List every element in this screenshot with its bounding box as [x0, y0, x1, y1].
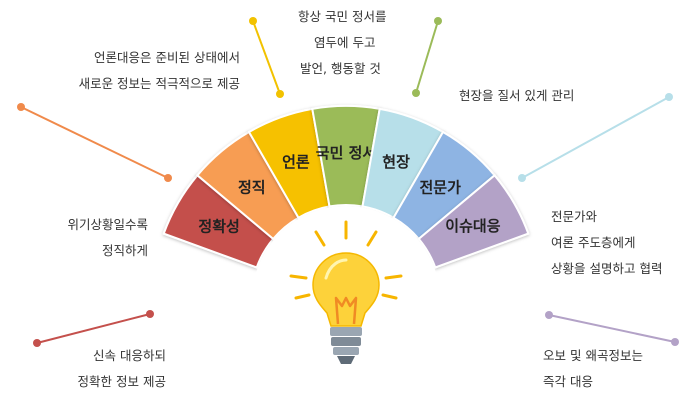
segment-label-expert: 전문가 — [419, 178, 461, 196]
desc-issue-line2: 즉각 대응 — [543, 374, 593, 389]
segment-label-field: 현장 — [382, 153, 410, 171]
connector-yellow-dot-inner — [276, 90, 284, 98]
desc-honesty: 위기상황일수록 정직하게 — [30, 212, 148, 264]
desc-field: 현장을 질서 있게 관리 — [459, 83, 619, 109]
desc-honesty-line2: 정직하게 — [101, 243, 148, 258]
desc-field-line1: 현장을 질서 있게 관리 — [459, 88, 575, 103]
desc-accuracy: 신속 대응하되 정확한 정보 제공 — [40, 343, 166, 395]
connector-media-dot-inner — [164, 174, 172, 182]
desc-expert: 전문가와 여론 주도층에게 상황을 설명하고 협력 — [551, 204, 679, 282]
segment-label-issue: 이슈대응 — [445, 217, 500, 235]
connector-field-dot-inner — [518, 174, 526, 182]
desc-media: 언론대응은 준비된 상태에서 새로운 정보는 적극적으로 제공 — [40, 45, 240, 97]
desc-accuracy-line2: 정확한 정보 제공 — [77, 374, 166, 389]
segment-label-accuracy: 정확성 — [198, 217, 239, 235]
connector-issue-dot-outer — [545, 311, 553, 319]
lightbulb-icon — [289, 220, 403, 364]
segment-issue — [417, 173, 530, 269]
connector-field-dot-outer — [665, 93, 673, 101]
desc-expert-line1: 전문가와 — [551, 209, 598, 224]
desc-accuracy-line1: 신속 대응하되 — [93, 348, 166, 363]
desc-issue: 오보 및 왜곡정보는 즉각 대응 — [543, 343, 673, 395]
connector-sentiment-dot-inner — [412, 89, 420, 97]
connector-media — [20, 106, 169, 179]
desc-sentiment-line1: 항상 국민 정서를 — [298, 9, 387, 24]
desc-issue-line1: 오보 및 왜곡정보는 — [543, 348, 643, 363]
desc-expert-line2: 여론 주도층에게 — [551, 235, 636, 250]
desc-media-line1: 언론대응은 준비된 상태에서 — [94, 50, 240, 65]
desc-honesty-line1: 위기상황일수록 — [67, 217, 148, 232]
desc-expert-line3: 상황을 설명하고 협력 — [551, 261, 663, 276]
connector-accuracy-dot-outer — [33, 339, 41, 347]
connector-field — [521, 96, 670, 179]
desc-sentiment-line2: 염두에 두고 — [314, 35, 376, 50]
connector-accuracy — [36, 313, 151, 344]
connector-media-yellow — [252, 20, 281, 95]
desc-sentiment: 항상 국민 정서를 염두에 두고 발언, 행동할 것 — [298, 4, 458, 82]
desc-sentiment-line3: 발언, 행동할 것 — [300, 61, 381, 76]
desc-media-line2: 새로운 정보는 적극적으로 제공 — [78, 76, 240, 91]
connector-issue — [548, 314, 676, 343]
connector-yellow-dot-outer — [249, 17, 257, 25]
connector-sentiment — [415, 20, 439, 94]
segment-label-media: 언론 — [282, 153, 310, 171]
connector-issue-dot-inner — [671, 338, 679, 346]
connector-accuracy-dot-inner — [146, 310, 154, 318]
connector-media-dot-outer — [17, 103, 25, 111]
connector-lines — [17, 17, 679, 347]
segment-label-sentiment: 국민 정서 — [316, 144, 376, 162]
segment-label-honesty: 정직 — [238, 178, 266, 196]
connector-sentiment-dot-outer — [434, 17, 442, 25]
